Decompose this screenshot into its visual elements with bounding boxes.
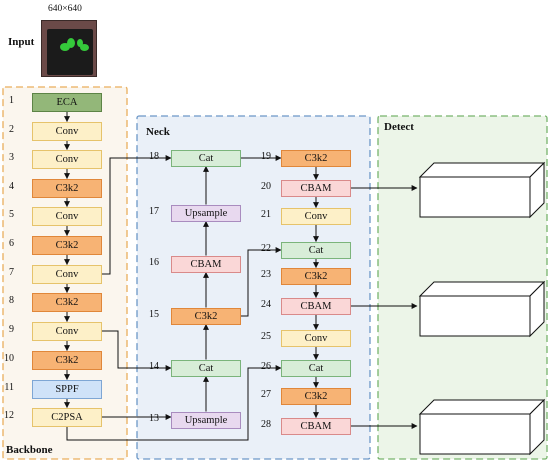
layer-6-c3k2-block: C3k2 bbox=[32, 235, 102, 255]
layer-number: 7 bbox=[9, 267, 14, 278]
layer-number: 6 bbox=[9, 238, 14, 249]
detection-heads bbox=[418, 161, 546, 456]
layer-number: 11 bbox=[4, 382, 14, 393]
layer-number: 1 bbox=[9, 95, 14, 106]
skip-9-to-14 bbox=[102, 330, 172, 371]
input-resolution: 640×640 bbox=[48, 4, 82, 14]
backbone-label: Backbone bbox=[6, 444, 53, 456]
detect-head-cube bbox=[418, 398, 546, 456]
layer-16-cbam-block: CBAM bbox=[171, 255, 241, 273]
layer-3-conv-block: Conv bbox=[32, 149, 102, 169]
layer-28-cbam-block: CBAM bbox=[281, 417, 351, 435]
detect-label: Detect bbox=[384, 121, 414, 133]
layer-25-conv-block: Conv bbox=[281, 329, 351, 347]
layer-7-conv-block: Conv bbox=[32, 264, 102, 284]
layer-21-conv-block: Conv bbox=[281, 207, 351, 225]
layer-26-cat-block: Cat bbox=[281, 359, 351, 377]
layer-number: 12 bbox=[4, 410, 14, 421]
layer-number: 26 bbox=[261, 361, 271, 372]
layer-number: 27 bbox=[261, 389, 271, 400]
layer-number: 25 bbox=[261, 331, 271, 342]
layer-number: 5 bbox=[9, 209, 14, 220]
layer-number: 28 bbox=[261, 419, 271, 430]
connection-arrows bbox=[64, 111, 418, 441]
layer-number: 20 bbox=[261, 181, 271, 192]
layer-number: 22 bbox=[261, 243, 271, 254]
layer-number: 8 bbox=[9, 295, 14, 306]
layer-14-cat-block: Cat bbox=[171, 359, 241, 377]
layer-8-c3k2-block: C3k2 bbox=[32, 292, 102, 312]
layer-number: 14 bbox=[149, 361, 159, 372]
layer-1-eca-block: ECA bbox=[32, 92, 102, 112]
layer-20-cbam-block: CBAM bbox=[281, 179, 351, 197]
neck-region bbox=[136, 115, 371, 460]
layer-4-c3k2-block: C3k2 bbox=[32, 178, 102, 198]
layer-number: 9 bbox=[9, 324, 14, 335]
skip-12-to-26 bbox=[66, 365, 282, 441]
layer-12-c2psa-block: C2PSA bbox=[32, 407, 102, 427]
layer-number: 13 bbox=[149, 413, 159, 424]
layer-24-cbam-block: CBAM bbox=[281, 297, 351, 315]
layer-2-conv-block: Conv bbox=[32, 121, 102, 141]
layer-23-c3k2-block: C3k2 bbox=[281, 267, 351, 285]
neck-label: Neck bbox=[146, 126, 170, 138]
layer-10-c3k2-block: C3k2 bbox=[32, 350, 102, 370]
layer-5-conv-block: Conv bbox=[32, 206, 102, 226]
skip-15-to-22 bbox=[241, 247, 282, 317]
layer-number: 21 bbox=[261, 209, 271, 220]
skip-7-to-18 bbox=[102, 155, 172, 275]
layer-number: 3 bbox=[9, 152, 14, 163]
layer-number: 24 bbox=[261, 299, 271, 310]
layer-22-cat-block: Cat bbox=[281, 241, 351, 259]
layer-number: 23 bbox=[261, 269, 271, 280]
layer-15-c3k2-block: C3k2 bbox=[171, 307, 241, 325]
layer-number: 2 bbox=[9, 124, 14, 135]
layer-18-cat-block: Cat bbox=[171, 149, 241, 167]
layer-11-sppf-block: SPPF bbox=[32, 379, 102, 399]
detect-head-cube bbox=[418, 161, 546, 219]
layer-number: 17 bbox=[149, 206, 159, 217]
layer-number: 18 bbox=[149, 151, 159, 162]
layer-number: 15 bbox=[149, 309, 159, 320]
layer-19-c3k2-block: C3k2 bbox=[281, 149, 351, 167]
input-label: Input bbox=[8, 36, 35, 48]
layer-27-c3k2-block: C3k2 bbox=[281, 387, 351, 405]
layer-number: 4 bbox=[9, 181, 14, 192]
layer-number: 19 bbox=[261, 151, 271, 162]
layer-number: 16 bbox=[149, 257, 159, 268]
input-plant-image bbox=[41, 20, 97, 77]
layer-9-conv-block: Conv bbox=[32, 321, 102, 341]
layer-17-upsample-block: Upsample bbox=[171, 204, 241, 222]
layer-number: 10 bbox=[4, 353, 14, 364]
layer-13-upsample-block: Upsample bbox=[171, 411, 241, 429]
detect-head-cube bbox=[418, 280, 546, 338]
